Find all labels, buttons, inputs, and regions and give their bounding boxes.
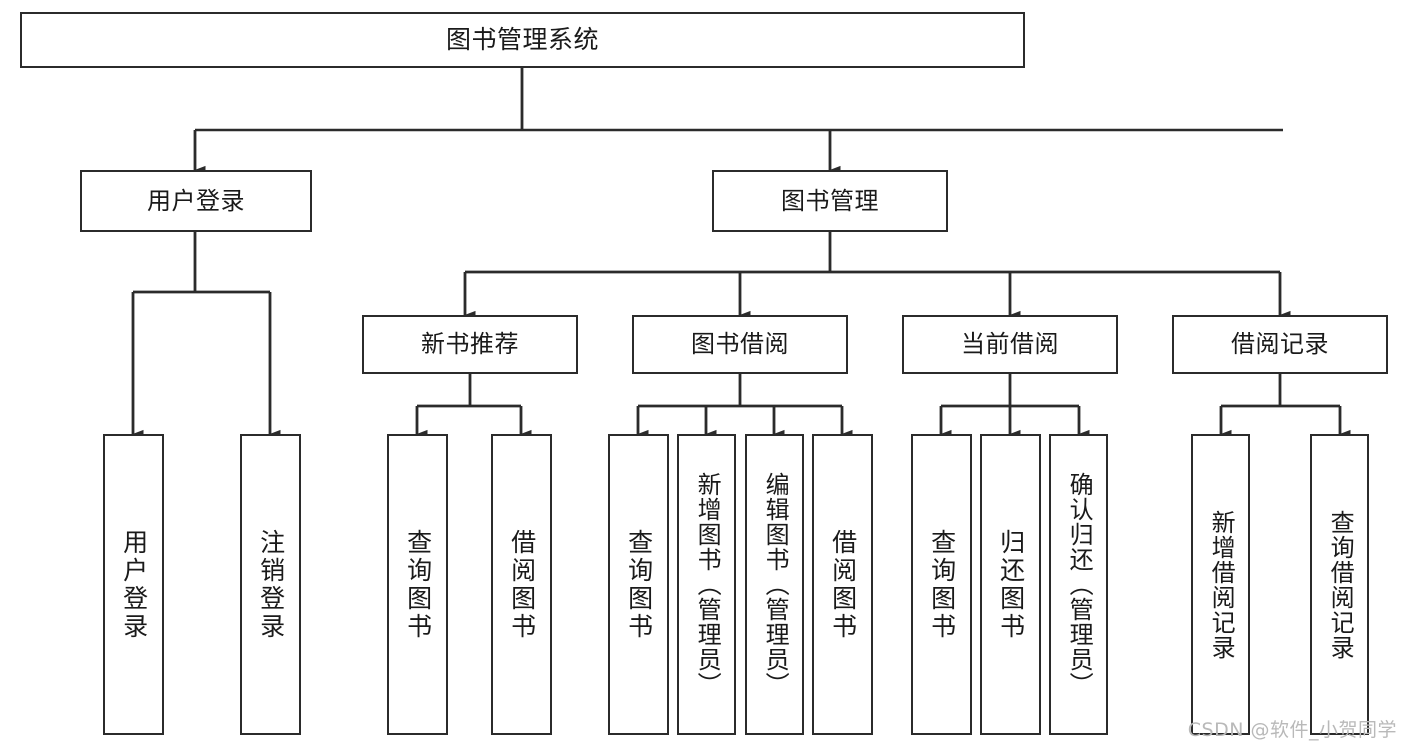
node-book-management[interactable]: 图书管理 [712, 170, 948, 232]
node-label: 查询图书 [403, 528, 433, 641]
node-label: 借阅图书 [507, 528, 537, 641]
node-label: 图书管理 [781, 186, 879, 215]
node-label: 编辑图书（管理员） [761, 472, 790, 697]
leaf-borrow-edit-book-admin[interactable]: 编辑图书（管理员） [745, 434, 804, 735]
watermark-text: CSDN @软件_小贺同学 [1187, 719, 1397, 741]
leaf-user-login-logout[interactable]: 注销登录 [240, 434, 301, 735]
leaf-record-add-borrow-record[interactable]: 新增借阅记录 [1191, 434, 1250, 735]
node-label: 借阅图书 [828, 528, 858, 641]
node-label: 新书推荐 [421, 330, 519, 359]
node-root-book-management-system[interactable]: 图书管理系统 [20, 12, 1025, 68]
leaf-current-query-books[interactable]: 查询图书 [911, 434, 972, 735]
node-current-borrow[interactable]: 当前借阅 [902, 315, 1118, 374]
node-user-login[interactable]: 用户登录 [80, 170, 312, 232]
leaf-new-book-query-books[interactable]: 查询图书 [387, 434, 448, 735]
leaf-new-book-borrow-books[interactable]: 借阅图书 [491, 434, 552, 735]
node-label: 归还图书 [996, 528, 1026, 641]
leaf-user-login-login[interactable]: 用户登录 [103, 434, 164, 735]
node-book-borrow[interactable]: 图书借阅 [632, 315, 848, 374]
node-label: 查询图书 [927, 528, 957, 641]
node-label: 用户登录 [147, 186, 245, 215]
node-label: 新增图书（管理员） [693, 472, 722, 697]
node-borrow-record[interactable]: 借阅记录 [1172, 315, 1388, 374]
node-label: 当前借阅 [961, 330, 1059, 359]
node-label: 新增借阅记录 [1207, 509, 1236, 660]
leaf-record-query-borrow-record[interactable]: 查询借阅记录 [1310, 434, 1369, 735]
node-label: 查询借阅记录 [1326, 509, 1355, 660]
leaf-borrow-query-books[interactable]: 查询图书 [608, 434, 669, 735]
node-label: 借阅记录 [1231, 330, 1329, 359]
leaf-borrow-borrow-books[interactable]: 借阅图书 [812, 434, 873, 735]
node-label: 确认归还（管理员） [1065, 472, 1094, 697]
node-label: 查询图书 [624, 528, 654, 641]
node-label: 注销登录 [256, 528, 286, 641]
leaf-current-return-books[interactable]: 归还图书 [980, 434, 1041, 735]
node-label: 用户登录 [119, 528, 149, 641]
node-label: 图书借阅 [691, 330, 789, 359]
node-label: 图书管理系统 [445, 25, 599, 55]
leaf-borrow-add-book-admin[interactable]: 新增图书（管理员） [677, 434, 736, 735]
leaf-current-confirm-return-admin[interactable]: 确认归还（管理员） [1049, 434, 1108, 735]
node-new-book-recommendation[interactable]: 新书推荐 [362, 315, 578, 374]
